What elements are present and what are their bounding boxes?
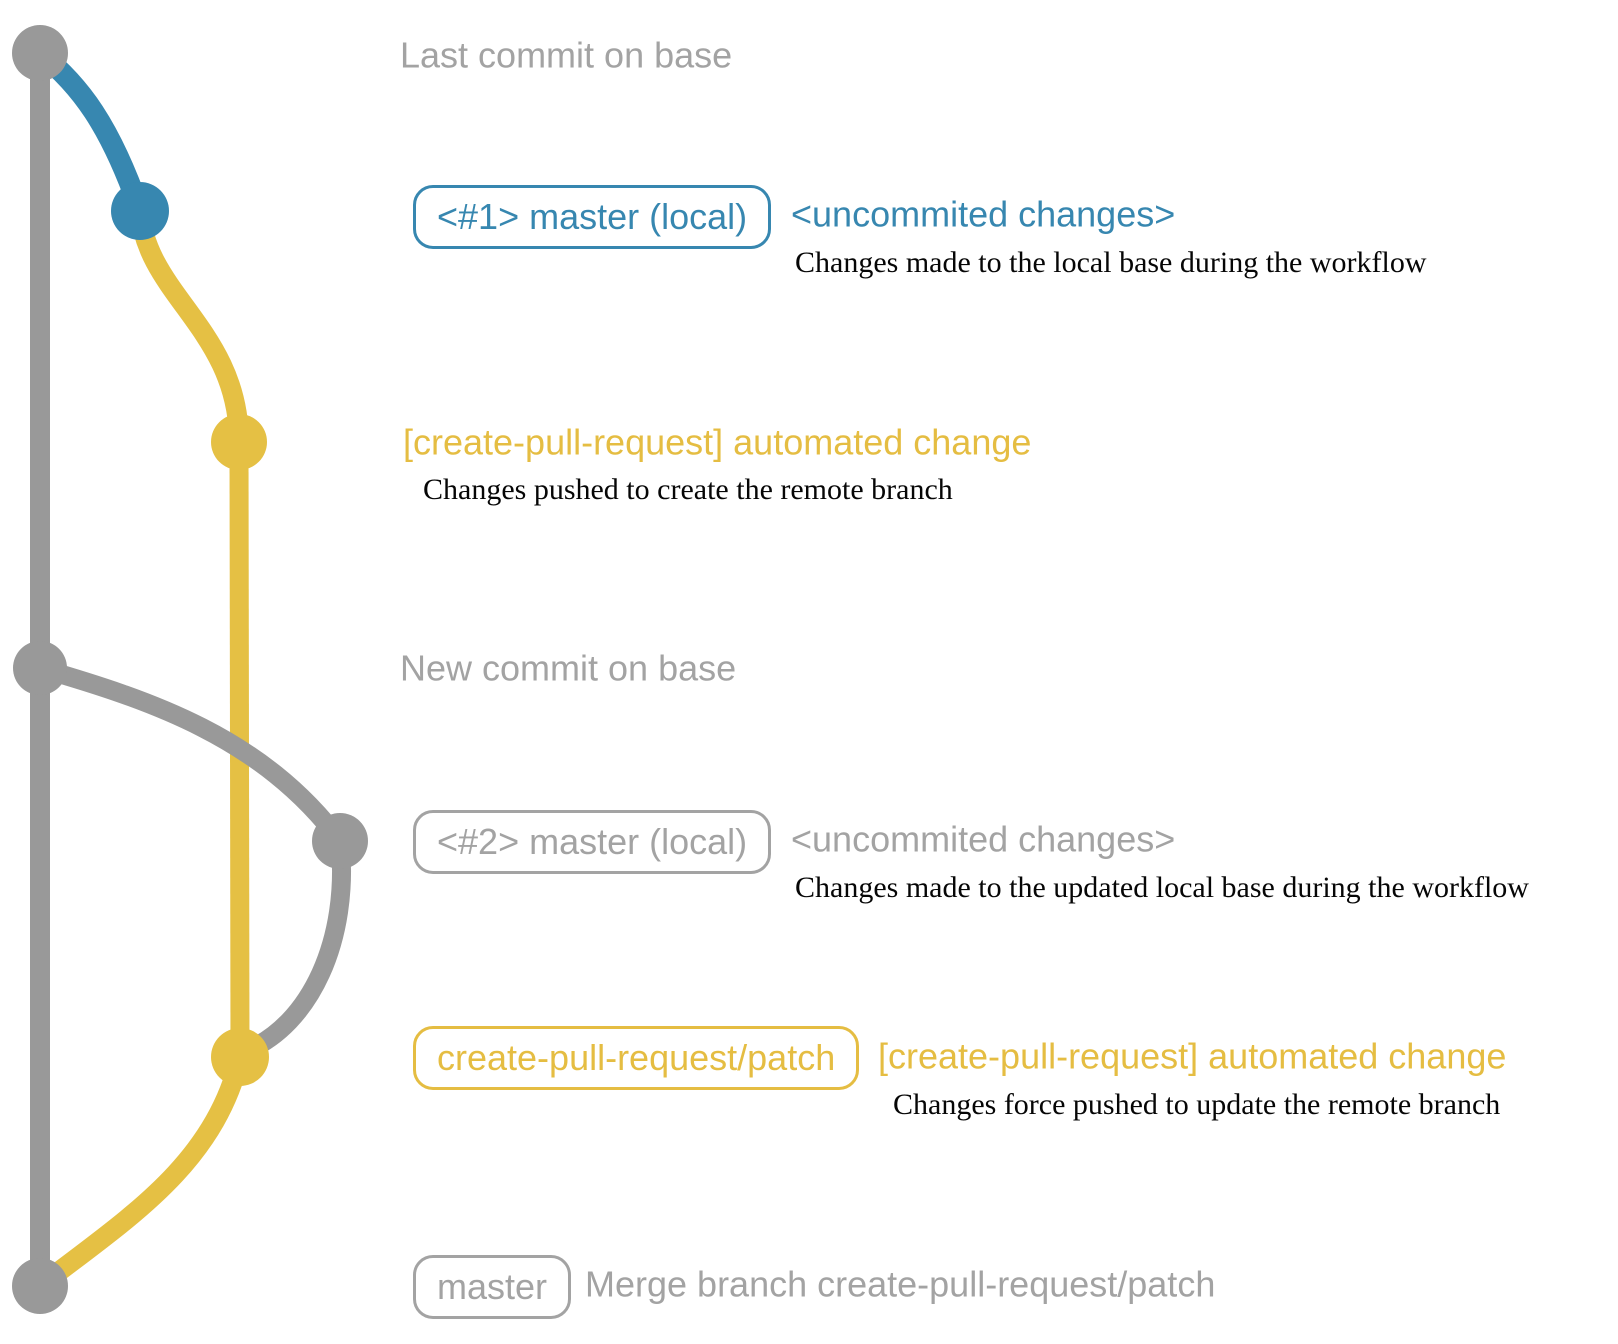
commit-node-last-base xyxy=(12,25,68,81)
commit-graph xyxy=(12,25,368,1314)
description-push-create-branch: Changes pushed to create the remote bran… xyxy=(423,472,953,506)
badge-create-pull-request-patch: create-pull-request/patch xyxy=(413,1026,860,1090)
description-local-changes-1: Changes made to the local base during th… xyxy=(795,245,1427,279)
commit-node-merge xyxy=(12,1258,68,1314)
edge-patch-2-to-merge xyxy=(30,1047,250,1296)
edge-local-2-to-patch-2 xyxy=(236,831,351,1061)
caption-new-commit-on-base: New commit on base xyxy=(400,647,737,689)
commit-node-local-2 xyxy=(312,813,368,869)
caption-last-commit-on-base: Last commit on base xyxy=(400,34,733,76)
badge-master: master xyxy=(413,1255,572,1319)
badge-master-local-2: <#2> master (local) xyxy=(413,810,772,874)
status-uncommitted-changes-2: <uncommited changes> xyxy=(791,818,1176,860)
commit-node-patch-1 xyxy=(211,414,267,470)
commit-node-patch-2 xyxy=(211,1028,269,1086)
edge-local-1-to-patch-1 xyxy=(130,201,249,452)
status-uncommitted-changes-1: <uncommited changes> xyxy=(791,193,1176,235)
description-local-changes-2: Changes made to the updated local base d… xyxy=(795,870,1529,904)
description-force-push-update-branch: Changes force pushed to update the remot… xyxy=(893,1087,1501,1121)
caption-merge-branch: Merge branch create-pull-request/patch xyxy=(585,1263,1216,1305)
badge-master-local-1: <#1> master (local) xyxy=(413,185,772,249)
edge-base-to-local-2 xyxy=(30,658,350,851)
title-automated-change-1: [create-pull-request] automated change xyxy=(403,421,1032,463)
commit-node-local-1 xyxy=(111,182,169,240)
commit-node-new-base xyxy=(13,641,67,695)
title-automated-change-2: [create-pull-request] automated change xyxy=(878,1035,1507,1077)
